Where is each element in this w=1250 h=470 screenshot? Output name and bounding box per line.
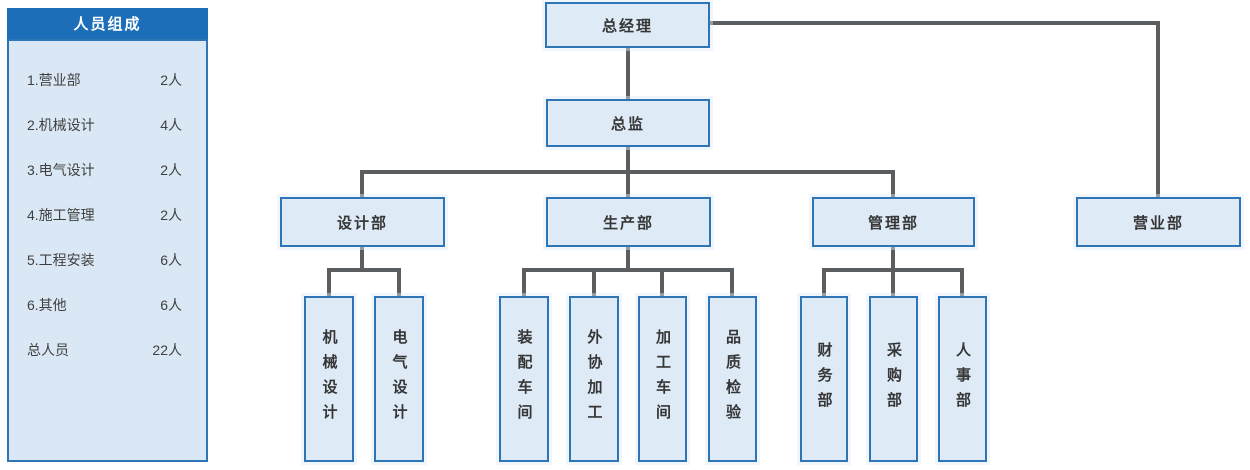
personnel-count: 4人 — [160, 116, 182, 133]
node-sales-dept: 营业部 — [1076, 197, 1241, 247]
node-label: 外协加工 — [585, 329, 603, 429]
personnel-row-electrical: 3.电气设计 2人 — [27, 147, 182, 192]
personnel-label: 2.机械设计 — [27, 116, 95, 133]
node-label: 装配车间 — [515, 329, 533, 429]
personnel-count: 22人 — [152, 341, 182, 358]
personnel-label: 4.施工管理 — [27, 206, 95, 223]
personnel-row-other: 6.其他 6人 — [27, 282, 182, 327]
connector-drop-electrical — [397, 268, 401, 297]
personnel-row-installation: 5.工程安装 6人 — [27, 237, 182, 282]
connector-main-bar — [360, 170, 895, 174]
node-management-dept: 管理部 — [812, 197, 975, 247]
node-electrical-design: 电气设计 — [374, 296, 424, 462]
node-label: 机械设计 — [320, 329, 338, 429]
personnel-panel-title: 人员组成 — [73, 16, 142, 33]
node-label: 营业部 — [1132, 214, 1184, 232]
node-label: 总监 — [610, 115, 645, 133]
connector-drop-assembly — [522, 268, 526, 297]
connector-production-trunk — [626, 247, 630, 270]
personnel-row-total: 总人员 22人 — [27, 327, 182, 372]
node-production-dept: 生产部 — [546, 197, 711, 247]
node-design-dept: 设计部 — [280, 197, 445, 247]
connector-management-bar — [822, 268, 964, 272]
personnel-panel: 1.营业部 2人 2.机械设计 4人 3.电气设计 2人 4.施工管理 2人 5… — [7, 39, 208, 462]
personnel-count: 6人 — [160, 251, 182, 268]
connector-gm-sales-vertical — [1156, 21, 1160, 197]
node-label: 品质检验 — [724, 329, 741, 429]
node-label: 采购部 — [885, 341, 902, 417]
node-label: 加工车间 — [654, 329, 671, 429]
connector-drop-hr — [960, 268, 964, 297]
connector-production-bar — [522, 268, 734, 272]
node-machining-workshop: 加工车间 — [638, 296, 687, 462]
personnel-label: 5.工程安装 — [27, 251, 95, 268]
personnel-row-sales: 1.营业部 2人 — [27, 57, 182, 102]
node-assembly-workshop: 装配车间 — [499, 296, 549, 462]
connector-gm-director — [626, 48, 630, 100]
node-label: 电气设计 — [390, 329, 408, 429]
node-label: 设计部 — [336, 214, 388, 232]
connector-drop-machining — [660, 268, 664, 297]
personnel-row-mechanical: 2.机械设计 4人 — [27, 102, 182, 147]
connector-drop-finance — [822, 268, 826, 297]
personnel-row-construction: 4.施工管理 2人 — [27, 192, 182, 237]
personnel-count: 2人 — [160, 161, 182, 178]
personnel-label: 3.电气设计 — [27, 161, 95, 178]
node-label: 人事部 — [954, 341, 971, 417]
node-label: 生产部 — [602, 214, 654, 232]
node-director: 总监 — [546, 99, 710, 147]
node-label: 管理部 — [867, 214, 919, 232]
personnel-panel-header: 人员组成 — [7, 8, 208, 39]
connector-drop-outsourcing — [592, 268, 596, 297]
connector-management-trunk — [891, 247, 895, 297]
node-mechanical-design: 机械设计 — [304, 296, 354, 462]
connector-drop-quality — [730, 268, 734, 297]
personnel-count: 2人 — [160, 206, 182, 223]
personnel-count: 6人 — [160, 296, 182, 313]
personnel-count: 2人 — [160, 71, 182, 88]
node-label: 财务部 — [815, 341, 833, 417]
node-hr-dept: 人事部 — [938, 296, 987, 462]
personnel-label: 总人员 — [27, 341, 69, 358]
node-finance-dept: 财务部 — [800, 296, 848, 462]
connector-design-trunk — [360, 247, 364, 270]
node-general-manager: 总经理 — [545, 2, 710, 48]
node-purchasing-dept: 采购部 — [869, 296, 918, 462]
connector-drop-design — [360, 170, 364, 197]
node-label: 总经理 — [601, 17, 653, 35]
connector-drop-management — [891, 170, 895, 197]
connector-gm-sales-horizontal — [710, 21, 1160, 25]
connector-drop-mechanical — [327, 268, 331, 297]
personnel-label: 6.其他 — [27, 296, 67, 313]
node-outsourcing-processing: 外协加工 — [569, 296, 619, 462]
connector-design-bar — [327, 268, 401, 272]
personnel-label: 1.营业部 — [27, 71, 81, 88]
node-quality-inspection: 品质检验 — [708, 296, 757, 462]
